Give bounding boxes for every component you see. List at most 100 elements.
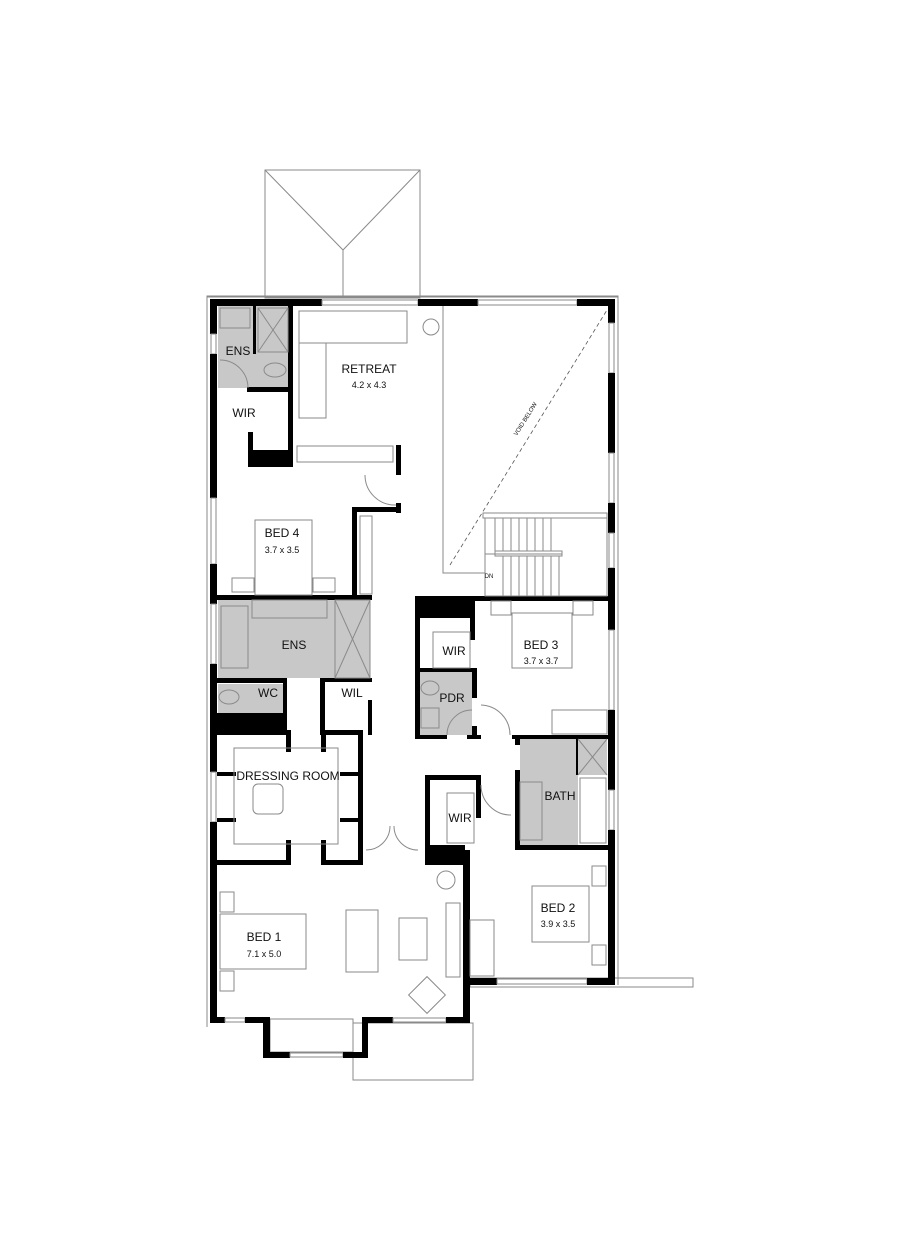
bed [511,612,573,669]
wall [245,1017,270,1023]
label-wc: WC [258,686,278,700]
wall [283,678,287,730]
wall [340,772,363,776]
wall [247,387,293,392]
wall [512,735,615,739]
toilet [218,689,240,705]
sofa [298,342,327,419]
wall [263,1017,270,1058]
wall [446,1017,470,1023]
wall [472,668,477,698]
shower [334,599,371,679]
window [210,333,217,355]
wall [515,735,520,745]
wet-areas [218,306,607,845]
bedside [312,577,336,593]
desk [469,919,495,977]
label-bed4: BED 4 [265,526,300,540]
wall [362,1017,368,1058]
void-label: VOID BELOW [514,401,539,437]
door-swing [480,704,511,736]
armchair [407,975,447,1015]
island [233,747,339,845]
shower [257,307,289,353]
size-bed4: 3.7 x 3.5 [265,545,300,555]
bedside [490,600,512,616]
wall [368,700,372,735]
wall [608,710,615,790]
room-labels: ENS WIR RETREAT 4.2 x 4.3 BED 4 3.7 x 3.… [226,344,576,959]
wall [248,432,253,467]
label-dressing-room: DRESSING ROOM [236,769,339,783]
wall [320,678,372,682]
wall [576,739,578,775]
wall [465,978,497,985]
wall [250,450,293,467]
window [210,497,217,565]
wall [577,299,615,306]
wall [321,840,326,862]
wall [217,818,236,822]
wall [463,850,470,1023]
wall [425,775,481,780]
bathtub [220,605,249,669]
wall [467,735,481,739]
label-ens-top: ENS [226,344,251,358]
wall [425,775,430,865]
stair-dn-label: DN [485,574,494,580]
bathtub [579,777,607,844]
wall [608,299,615,323]
wall [320,730,363,735]
bed [254,519,313,596]
window [289,1052,344,1058]
double-door-swing [365,825,419,851]
bedside [591,865,607,887]
label-bed2: BED 2 [541,901,576,915]
wall [608,503,615,533]
door-swing [480,784,512,816]
wall [210,299,217,334]
wall [415,668,475,672]
window [608,532,615,569]
size-bed1: 7.1 x 5.0 [247,949,282,959]
wall [608,830,615,985]
wall [210,664,217,772]
wall [476,775,481,818]
wall [217,772,236,776]
window [392,1017,447,1023]
label-wil: WIL [341,686,363,700]
window [608,629,615,711]
label-retreat: RETREAT [341,362,397,376]
label-wir-bed3: WIR [442,644,466,658]
wir-shelf [446,792,475,844]
wall [210,1017,225,1023]
wall [321,730,326,752]
size-retreat: 4.2 x 4.3 [352,380,387,390]
wall [340,818,363,822]
walls [210,299,615,1058]
fixtures [218,307,608,1015]
window [321,299,419,306]
ottoman [252,783,284,815]
wall [210,354,217,498]
desk [551,709,608,735]
window [608,452,615,504]
door-swing [446,709,473,736]
wall [415,596,420,737]
wall [217,730,290,735]
wall [343,1052,368,1058]
label-ens-mid: ENS [282,638,307,652]
wall [470,596,475,640]
wall [286,840,291,862]
label-bed1: BED 1 [247,930,282,944]
roof-outline [264,169,421,299]
bed [219,913,307,970]
wall [358,730,363,865]
staircase: DN [482,512,608,597]
wall [415,735,447,739]
wall [418,299,478,306]
window [210,771,217,823]
door-swing [219,359,249,389]
vanity [251,599,328,619]
wall [362,1017,393,1023]
